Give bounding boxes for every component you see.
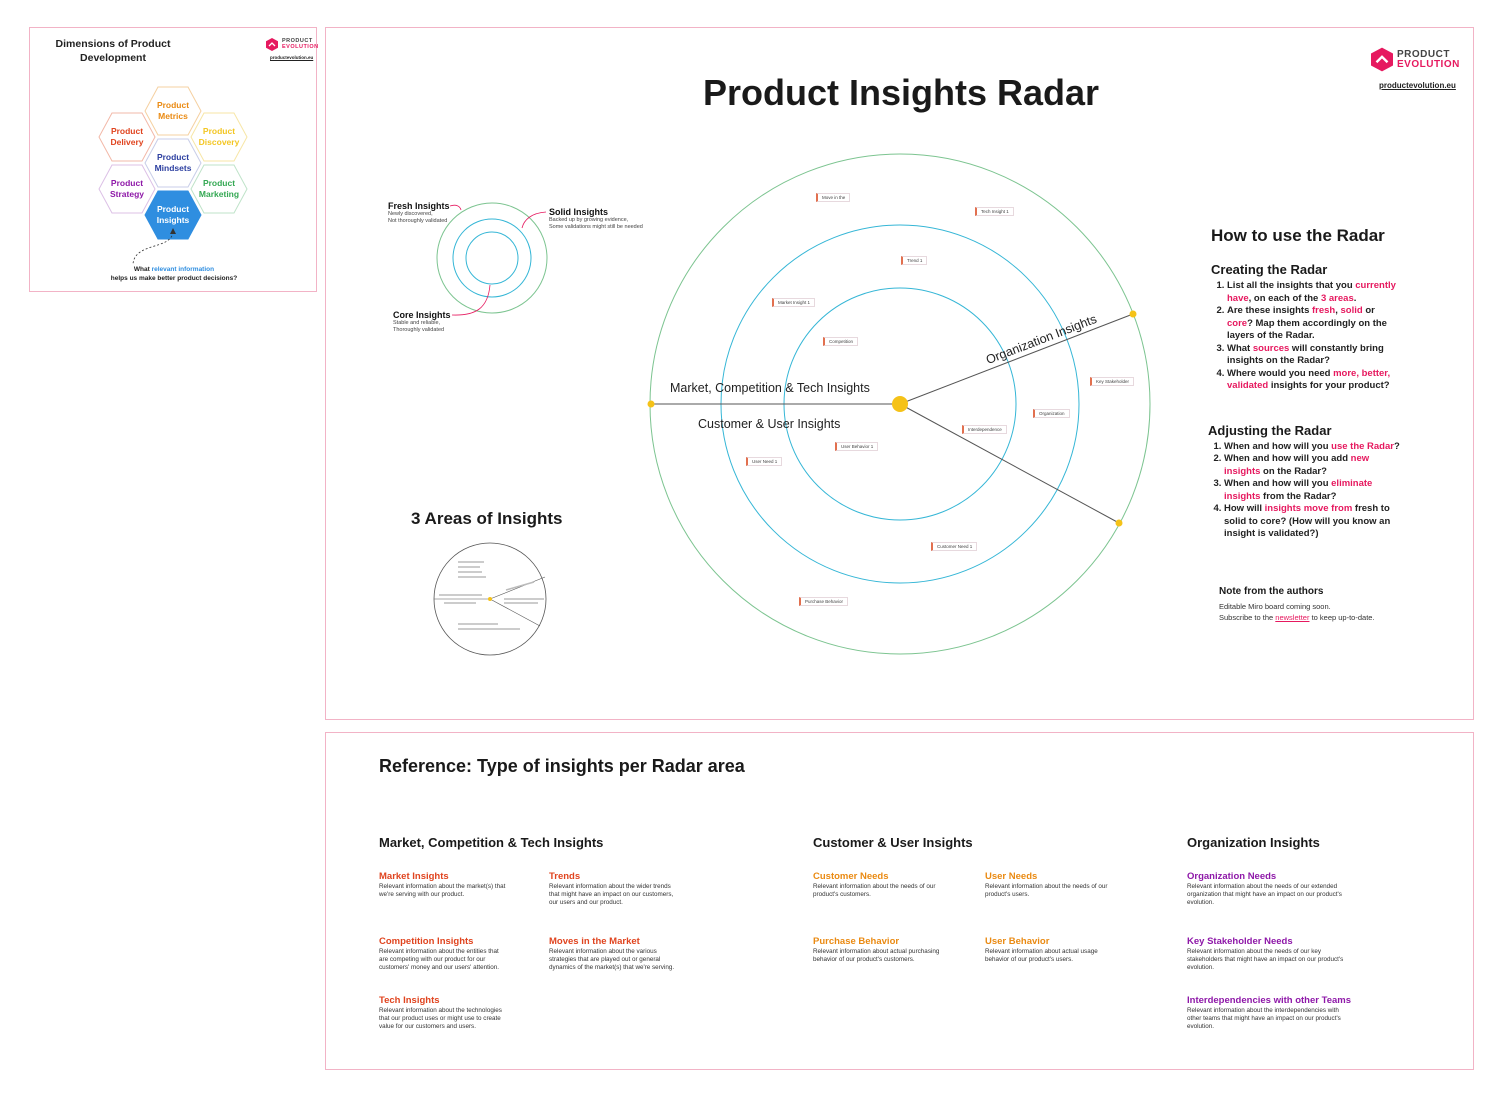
adjusting-step-4: How will insights move from fresh to sol… (1224, 503, 1401, 541)
ref-user-needs: User Needs Relevant information about th… (985, 871, 1108, 899)
radar-title: Product Insights Radar (702, 72, 1100, 113)
ref-key-stakeholder-needs: Key Stakeholder Needs Relevant informati… (1187, 936, 1344, 972)
tag-organization[interactable]: Organization (1033, 409, 1070, 418)
creating-step-4: Where would you need more, better, valid… (1227, 368, 1401, 393)
adjusting-step-2: When and how will you add new insights o… (1224, 453, 1401, 478)
dotted-arrow (132, 228, 176, 265)
brand-url[interactable]: productevolution.eu (1379, 81, 1456, 90)
dimensions-question: What relevant information helps us make … (110, 266, 238, 282)
ref-col-market-title: Market, Competition & Tech Insights (379, 835, 604, 850)
ref-tech-insights: Tech Insights Relevant information about… (379, 995, 502, 1031)
creating-step-1: List all the insights that you currently… (1227, 280, 1401, 305)
ref-trends: Trends Relevant information about the wi… (549, 871, 674, 907)
brand-hex-icon (266, 38, 278, 51)
creating-step-2: Are these insights fresh, solid or core?… (1227, 305, 1401, 343)
brand-logo[interactable]: PRODUCT EVOLUTION (1371, 47, 1460, 72)
area-label-customer: Customer & User Insights (698, 417, 841, 431)
tag-trend[interactable]: Trend 1 (901, 256, 928, 265)
legend-fresh: Fresh Insights Newly discovered, Not tho… (388, 201, 450, 224)
ref-purchase-behavior: Purchase Behavior Relevant information a… (813, 936, 940, 964)
adjusting-step-3: When and how will you eliminate insights… (1224, 478, 1401, 503)
dimensions-title: Dimensions of Product Development (55, 38, 171, 64)
ref-col-org-title: Organization Insights (1187, 835, 1320, 850)
radar-frame: PRODUCT EVOLUTION productevolution.eu Pr… (325, 27, 1474, 720)
ref-user-behavior: User Behavior Relevant information about… (985, 936, 1098, 964)
reference-title: Reference: Type of insights per Radar ar… (379, 756, 745, 776)
legend-core: Core Insights Stable and reliable, Thoro… (393, 310, 451, 333)
creating-list: List all the insights that you currently… (1211, 280, 1401, 393)
tag-user-behavior[interactable]: User Behavior 1 (835, 442, 879, 451)
creating-title: Creating the Radar (1211, 262, 1328, 277)
ref-market-insights: Market Insights Relevant information abo… (379, 871, 506, 899)
ref-competition-insights: Competition Insights Relevant informatio… (379, 936, 500, 972)
tag-tech[interactable]: Tech Insight 1 (975, 207, 1014, 216)
brand-url-small[interactable]: productevolution.eu (270, 55, 314, 60)
ref-organization-needs: Organization Needs Relevant information … (1187, 871, 1342, 907)
newsletter-link[interactable]: newsletter (1275, 613, 1310, 622)
dimensions-frame: Dimensions of Product Development PRODUC… (29, 27, 319, 292)
creating-step-3: What sources will constantly bring insig… (1227, 343, 1401, 368)
ref-interdependencies: Interdependencies with other Teams Relev… (1187, 995, 1352, 1031)
adjusting-step-1: When and how will you use the Radar? (1224, 441, 1401, 454)
tag-interdependence[interactable]: Interdependence (962, 425, 1007, 434)
tag-stakeholder[interactable]: Key Stakeholder (1090, 377, 1135, 386)
brand-hex-icon (1371, 47, 1393, 72)
tag-user-need[interactable]: User Need 1 (746, 457, 783, 466)
authors-note: Note from the authors Editable Miro boar… (1219, 586, 1375, 622)
howto-title: How to use the Radar (1211, 226, 1385, 245)
howto-panel: How to use the Radar Creating the Radar … (1208, 226, 1401, 541)
adjusting-list: When and how will you use the Radar? Whe… (1208, 441, 1401, 541)
brand-logo-small[interactable]: PRODUCT EVOLUTION (266, 38, 319, 51)
three-areas-title: 3 Areas of Insights (411, 509, 563, 528)
ref-col-customer-title: Customer & User Insights (813, 835, 973, 850)
adjusting-title: Adjusting the Radar (1208, 422, 1332, 438)
tag-competition[interactable]: Competition (823, 337, 859, 346)
area-label-market: Market, Competition & Tech Insights (670, 381, 870, 395)
legend-rings (433, 153, 1151, 656)
legend-solid: Solid Insights Backed up by growing evid… (549, 207, 643, 230)
tag-moves[interactable]: Move in the (816, 193, 851, 202)
tag-purchase[interactable]: Purchase Behavior (799, 597, 849, 606)
ref-customer-needs: Customer Needs Relevant information abou… (813, 871, 936, 899)
tag-customer-need[interactable]: Customer Need 1 (931, 542, 978, 551)
ref-moves-in-market: Moves in the Market Relevant information… (549, 936, 675, 972)
reference-frame: Reference: Type of insights per Radar ar… (325, 732, 1474, 1070)
tag-market[interactable]: Market Insight 1 (772, 298, 816, 307)
